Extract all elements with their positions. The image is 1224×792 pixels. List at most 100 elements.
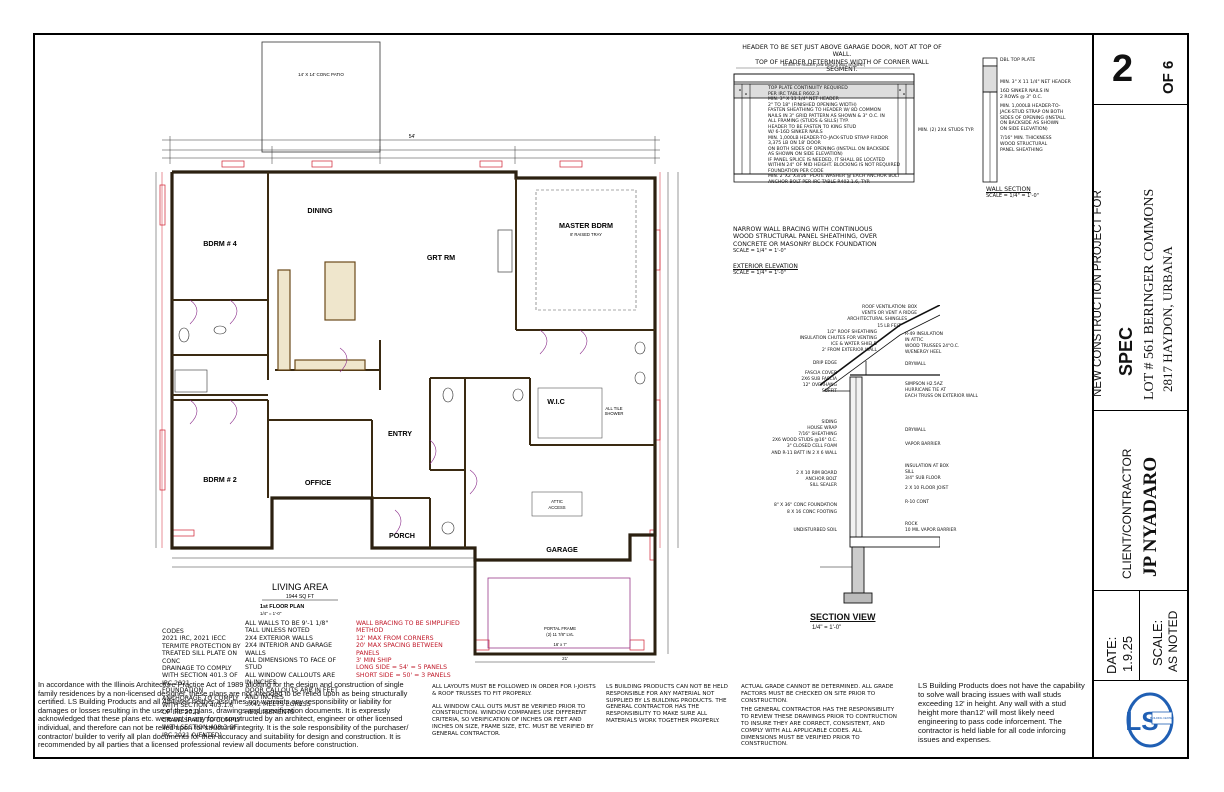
wall-note-line: 3X42 MEETS EGRESS REQUIREMENTS [245, 701, 311, 716]
attic-label-2: ACCESS [548, 505, 565, 510]
header-callout: W/ 6-16d SINKER NAILS [768, 130, 823, 135]
section-callout: SOFFIT [821, 389, 837, 395]
date-label: DATE: [1104, 636, 1119, 674]
wall-section-callouts: DBL TOP PLATE MIN. 3" X 11 1/4" NET HEAD… [1000, 58, 1090, 153]
bracing-title-line: NARROW WALL BRACING WITH CONTINUOUS [733, 226, 873, 233]
header-callout: AS SHOWN ON SIDE ELEVATION) [768, 152, 843, 157]
footer-note-line: THE GENERAL CONTRACTOR HAS THE RESPONSIB… [741, 707, 897, 748]
wall-section-callout: ON SIDE ELEVATION) [1000, 126, 1048, 132]
wall-section-scale: SCALE = 1/4" = 1'-0" [986, 193, 1039, 199]
section-callout: 10 MIL VAPOR BARRIER [905, 528, 957, 533]
overall-width-dim: 54' [409, 134, 416, 140]
section-callout: EACH TRUSS ON EXTERIOR WALL [905, 394, 978, 399]
materials-note: LS BUILDING PRODUCTS CAN NOT BE HELD RES… [606, 684, 728, 724]
plan-scale: 1/4" = 1'-0" [260, 611, 282, 616]
section-callout: INSULATION CHUTES FOR VENTING [799, 336, 877, 342]
tile-label: ALL TILE [605, 406, 622, 411]
section-callout: UNDISTURBED SOIL [793, 527, 837, 533]
wall-section-detail [982, 57, 998, 183]
section-callout: INSULATION AT BOX [905, 464, 949, 469]
header-extent-label: EXTENT OF HEADER (ONE BRACED WALL SEGMEN… [783, 63, 865, 67]
room-master: MASTER BDRM [559, 221, 613, 230]
header-callout: HEADER TO BE FASTEN TO KING STUD [768, 124, 857, 130]
section-callout: R-49 INSULATION [905, 332, 943, 337]
elevation-title: EXTERIOR ELEVATION [733, 263, 798, 270]
section-callout: 3" CLOSED CELL FOAM [786, 444, 837, 450]
room-dining: DINING [307, 206, 333, 215]
header-note-line: HEADER TO BE SET JUST ABOVE GARAGE DOOR,… [742, 44, 942, 59]
section-callout: DRIP EDGE [812, 360, 837, 366]
section-callout: 7/16" SHEATHING [798, 432, 837, 438]
section-callout: VAPOR BARRIER [905, 442, 941, 447]
section-callout: IN ATTIC [905, 338, 924, 343]
scale-value: AS NOTED [1166, 610, 1180, 672]
master-tray-note: 8' RAISED TRAY [570, 232, 602, 237]
header-callout: TOP PLATE CONTINUITY REQUIRED [768, 86, 848, 91]
codes-note: CODES 2021 IRC, 2021 IECC TERMITE PROTEC… [162, 628, 242, 739]
disclaimer-note: In accordance with the Illinois Architec… [38, 680, 409, 750]
title-divider [1092, 104, 1189, 105]
section-callout: 3/4" SUB FLOOR [905, 476, 941, 481]
grade-note: ACTUAL GRADE CANNOT BE DETERMINED. ALL G… [741, 684, 897, 748]
floor-plan: 14' X 14' CONC PATIO 54' [155, 41, 679, 663]
header-bracing-detail: EXTENT OF HEADER (ONE BRACED WALL SEGMEN… [733, 63, 915, 183]
section-callout: SILL [905, 470, 914, 475]
wall-note-line: DOOR CALLOUTS ARE IN FEET AND INCHES [245, 686, 339, 702]
bracing-note-line: 20' MAX SPACING BETWEEN PANELS [356, 642, 443, 657]
wall-section-callout: DBL TOP PLATE [1000, 58, 1036, 63]
section-callout: ROCK [905, 522, 918, 527]
bracing-title-line: CONCRETE OR MASONRY BLOCK FOUNDATION [733, 240, 877, 248]
room-grt-rm: GRT RM [427, 253, 455, 262]
section-callout: WOOD TRUSSES 24"O.C. [905, 344, 960, 349]
section-callout: ANCHOR BOLT [805, 477, 837, 483]
section-view-detail [820, 305, 940, 604]
header-detail-top-note: HEADER TO BE SET JUST ABOVE GARAGE DOOR,… [742, 44, 942, 74]
section-callout: ARCHITECTURAL SHINGLES [847, 317, 907, 323]
section-view-title: SECTION VIEW [810, 612, 876, 622]
section-callout: DRYWALL [905, 428, 926, 433]
bracing-note-line: SHORT SIDE = 50' = 3 PANELS [356, 671, 451, 679]
client-heading: CLIENT/CONTRACTOR [1120, 448, 1134, 579]
header-callouts: TOP PLATE CONTINUITY REQUIRED PER IRC TA… [768, 86, 918, 185]
footer-note-line: ALL LAYOUTS MUST BE FOLLOWED IN ORDER FO… [432, 684, 596, 697]
codes-line: 2021 IRC, 2021 IECC [162, 635, 226, 643]
footer-note-line: ACTUAL GRADE CANNOT BE DETERMINED. ALL G… [741, 684, 894, 704]
project-heading: NEW CONSTRUCTION PROJECT FOR [1092, 190, 1104, 397]
codes-line: DRAINAGE TO COMPLY WITH SECTION 401.3 OF… [162, 665, 238, 687]
wall-note-line: 2x4 EXTERIOR WALLS [245, 634, 313, 642]
bracing-title-line: WOOD STRUCTURAL PANEL SHEATHING, OVER [733, 233, 878, 241]
section-view-scale: 1/4" = 1'-0" [812, 625, 842, 631]
section-callout: DRYWALL [905, 362, 926, 367]
ls-building-logo: LS BUILDING CENTER [1125, 692, 1174, 748]
wall-section-callout: 7/16" MIN. THICKNESS [1000, 136, 1052, 142]
plan-title: 1st FLOOR PLAN [260, 604, 304, 610]
section-callout: 12" OVERHANG [802, 383, 837, 389]
header-callout: MIN. 2"X2"X3/16" PLATE WASHER @ EACH ANC… [768, 174, 900, 179]
attic-label: ATTIC [551, 499, 563, 504]
client-name: JP NYADARO [1140, 456, 1161, 577]
codes-line: TERMITE PROTECTION BY TREATED SILL PLATE… [162, 642, 241, 665]
wall-section-callout: 2 ROWS @ 3" O.C. [1000, 94, 1043, 100]
section-callout: 2X6 WOOD STUDS @16" O.C. [772, 438, 837, 444]
footer-note-line: ALL WINDOW CALL OUTS MUST BE VERIFIED PR… [432, 703, 594, 737]
section-callout: 1/2" ROOF SHEATHING [827, 329, 877, 335]
room-bdrm4: BDRM # 4 [203, 239, 237, 248]
wall-note-line: ALL WALLS TO BE 9'-1 1/8" TALL UNLESS NO… [245, 620, 329, 635]
wall-section-callout: PANEL SHEATHING [1000, 147, 1043, 153]
garage-door [487, 577, 631, 649]
layout-note: ALL LAYOUTS MUST BE FOLLOWED IN ORDER FO… [432, 684, 600, 738]
wall-section-callout: JACK-STUD STRAP ON BOTH [1000, 109, 1064, 115]
section-callout: ROOF VENTILATION: BOX [862, 305, 917, 310]
date-scale-divider [1139, 590, 1140, 680]
wall-note-line: ALL WINDOW CALLOUTS ARE IN INCHES [245, 671, 336, 687]
min-studs-note: MIN. (2) 2X4 STUDS TYP. [918, 128, 975, 133]
header-callout: MIN. 1,000LB HEADER-TO-JACK-STUD STRAP F… [768, 135, 889, 141]
section-callout: AND R-11 BATT IN 2 X 6 WALL [771, 450, 837, 456]
garage-depth-dim: 21' [562, 656, 568, 661]
room-porch: PORCH [389, 531, 415, 540]
tile-label-2: SHOWER [605, 411, 624, 416]
section-callout: HURRICANE TIE AT [905, 388, 946, 393]
bracing-note-line: WALL BRACING TO BE SIMPLIFIED METHOD [356, 620, 460, 635]
project-name: SPEC [1116, 326, 1136, 376]
title-divider [1092, 590, 1189, 591]
